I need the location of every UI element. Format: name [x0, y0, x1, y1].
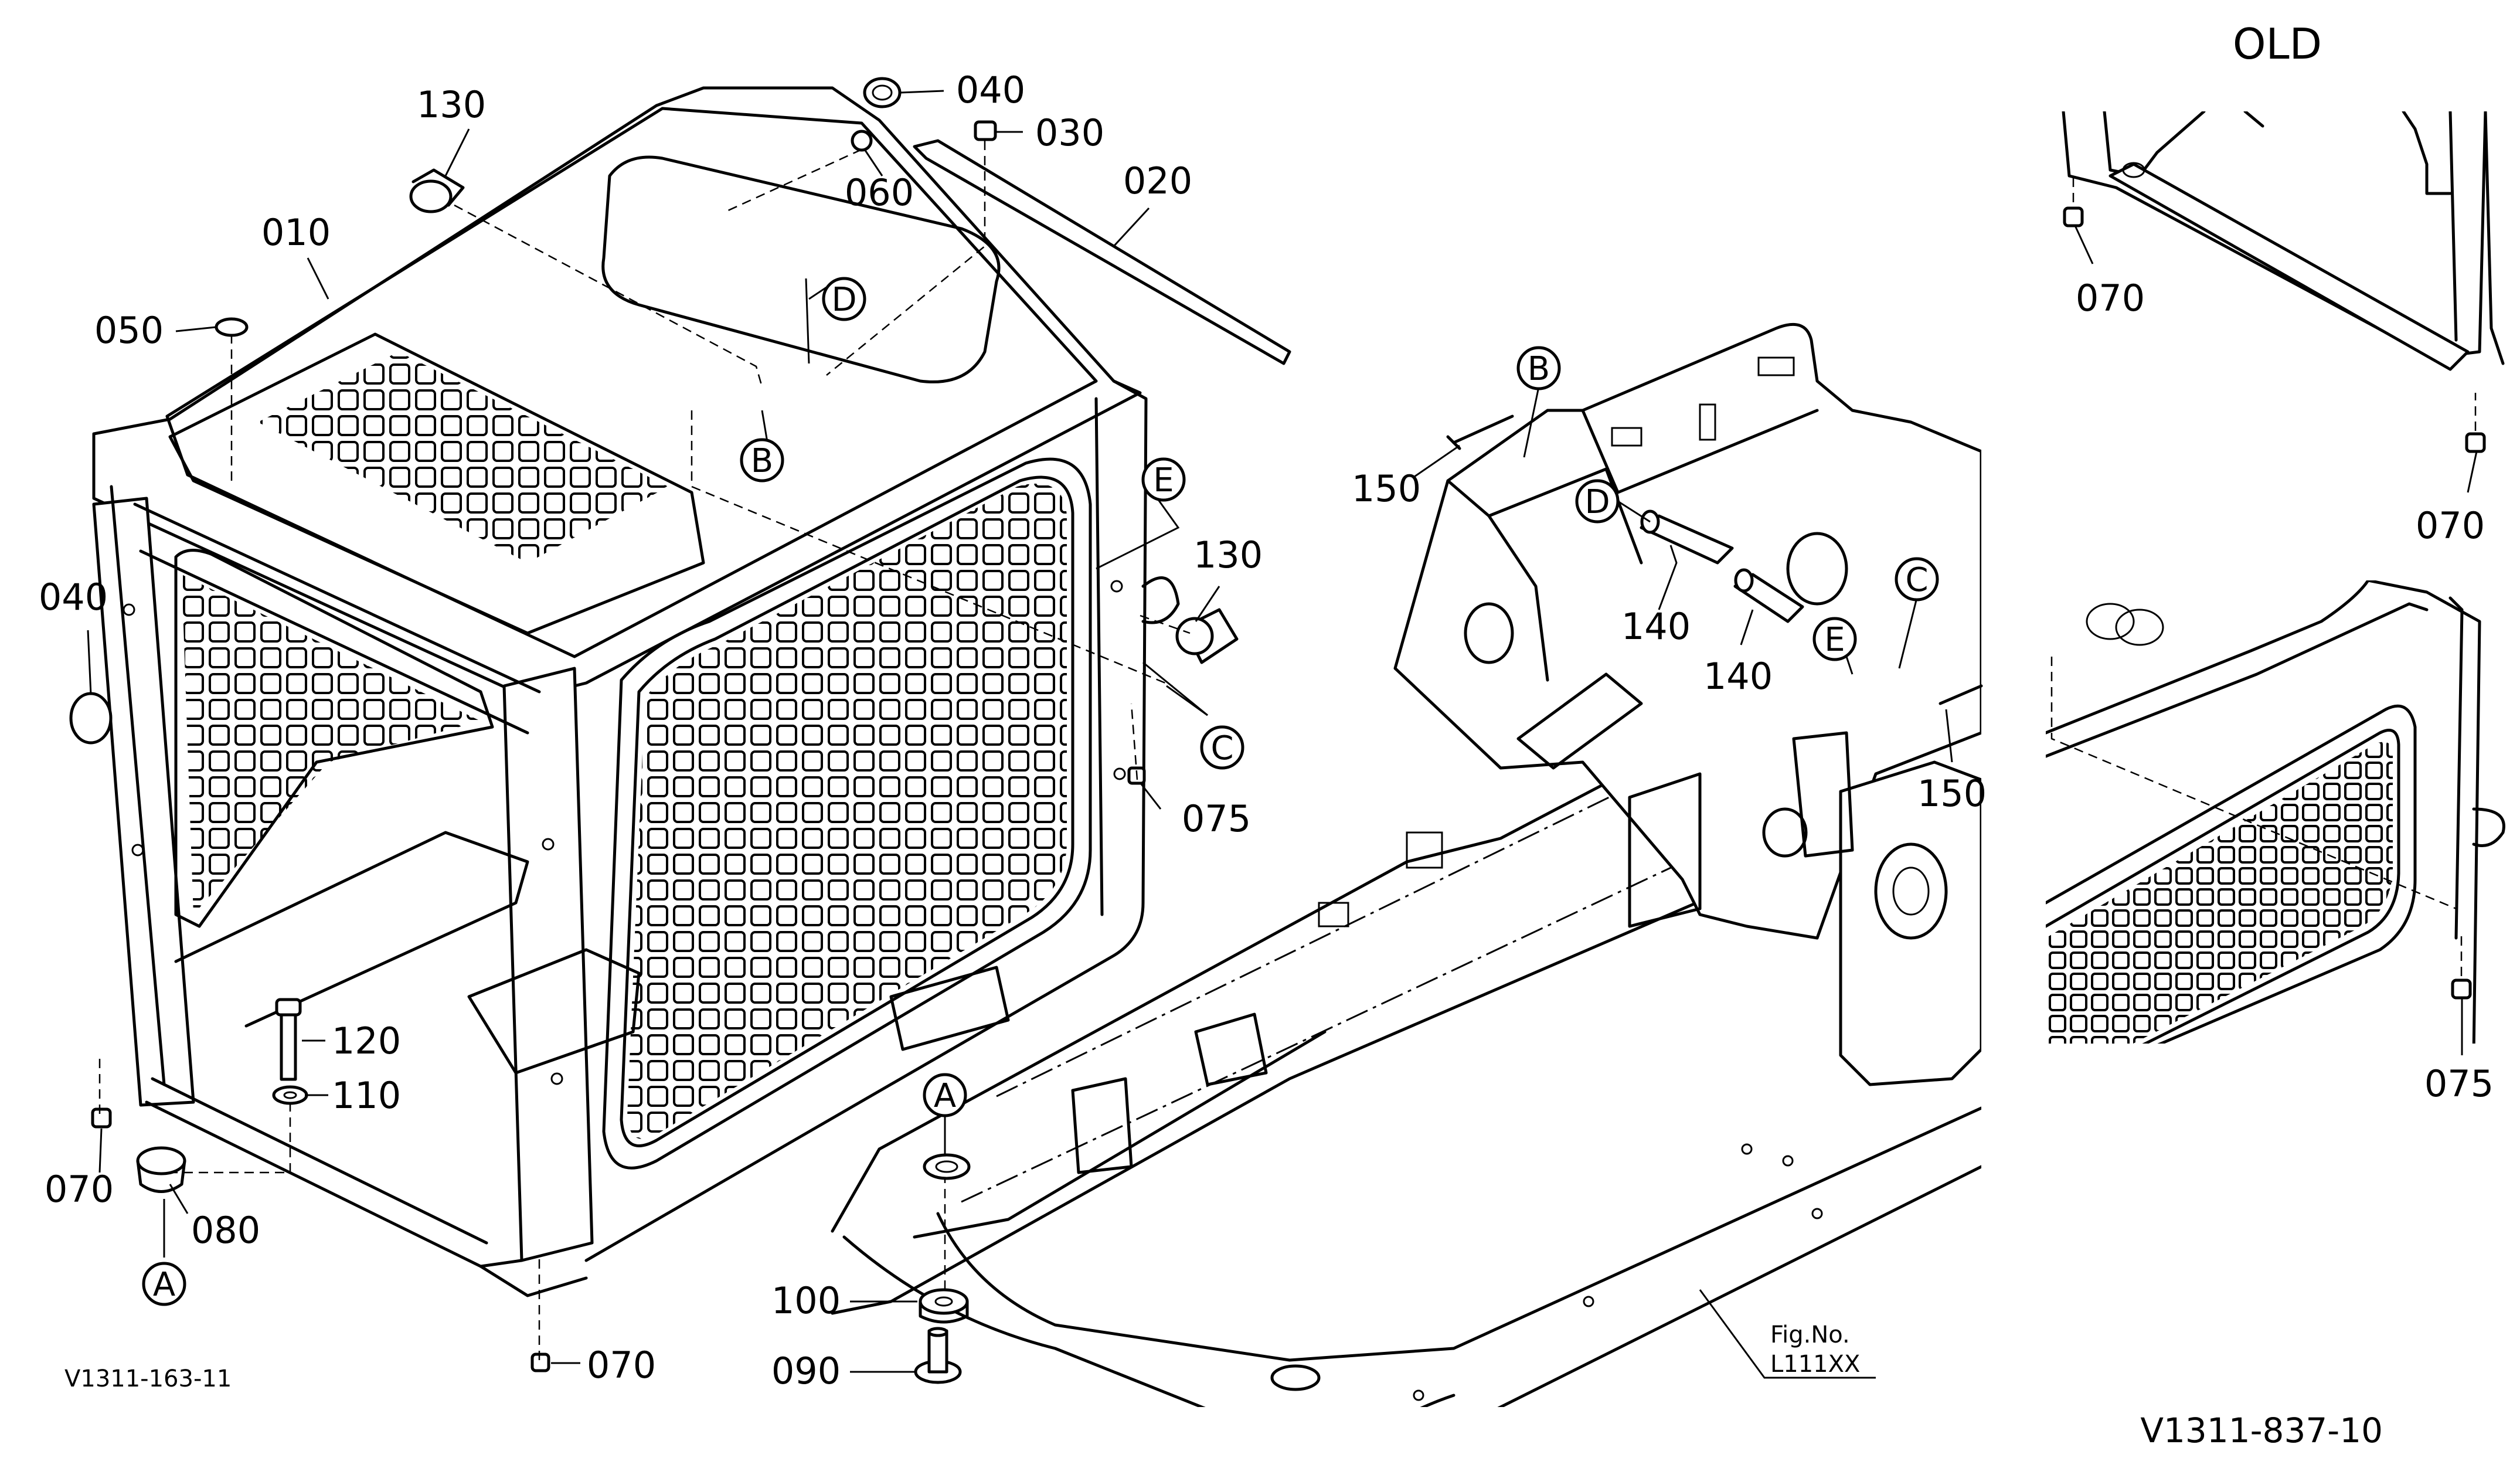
label-100: 100 [771, 1279, 841, 1322]
label-080: 080 [191, 1209, 260, 1252]
old-view-bottom [2046, 580, 2505, 1044]
svg-text:C: C [1905, 561, 1928, 599]
fig-ref-line2: L111XX [1770, 1351, 1860, 1378]
label-040-left: 040 [39, 576, 108, 619]
label-030: 030 [1035, 111, 1104, 154]
label-070-bottom: 070 [587, 1344, 656, 1387]
label-010: 010 [261, 211, 331, 254]
svg-text:E: E [1153, 461, 1174, 499]
label-130-right: 130 [1193, 533, 1263, 576]
ref-d-cab: D [822, 277, 866, 321]
drawing-code-right: V1311-837-10 [2140, 1411, 2383, 1450]
old-view-top [2062, 111, 2505, 371]
svg-text:B: B [751, 442, 773, 480]
callout-leaders [87, 90, 2478, 1379]
cab-assembly [92, 86, 1148, 1297]
label-150-a: 150 [1352, 467, 1421, 510]
label-075-old: 075 [2424, 1062, 2494, 1105]
ref-d-frame: D [1575, 479, 1620, 524]
svg-text:D: D [831, 281, 856, 319]
label-070-old-b: 070 [2416, 504, 2485, 547]
svg-text:D: D [1584, 483, 1610, 521]
ref-a-cab: A [142, 1262, 186, 1306]
frame-hardware [914, 414, 1983, 1384]
ref-b-cab: B [740, 438, 784, 482]
part-labels: 130 010 050 040 060 030 020 040 130 075 … [39, 69, 2494, 1392]
old-view-label: OLD [2233, 19, 2322, 69]
label-110: 110 [332, 1074, 401, 1117]
label-140-b: 140 [1703, 655, 1773, 698]
label-070-left: 070 [45, 1168, 114, 1211]
ref-c-cab: C [1200, 725, 1244, 770]
cab-hardware [69, 77, 1291, 1372]
ref-a-frame: A [923, 1073, 967, 1117]
label-120: 120 [332, 1020, 401, 1062]
svg-text:C: C [1210, 729, 1233, 767]
label-075-main: 075 [1182, 797, 1251, 840]
svg-text:E: E [1824, 621, 1845, 659]
ref-c-frame: C [1895, 557, 1939, 602]
ref-e-cab: E [1141, 457, 1186, 502]
ref-e-frame: E [1812, 617, 1857, 661]
svg-text:A: A [153, 1266, 175, 1304]
machine-frame [831, 322, 1981, 1407]
reference-markers: D B E C A B D C [142, 277, 1939, 1306]
fig-ref-line1: Fig.No. [1770, 1321, 1850, 1348]
label-040-top: 040 [956, 69, 1025, 111]
label-140-a: 140 [1621, 605, 1691, 648]
drawing-code-left: V1311-163-11 [64, 1365, 232, 1392]
label-050: 050 [94, 309, 164, 352]
label-130-top: 130 [417, 83, 486, 126]
figure-reference: Fig.No. L111XX [1770, 1321, 1860, 1378]
ref-b-frame: B [1516, 346, 1561, 390]
label-090: 090 [771, 1350, 841, 1392]
label-070-old-a: 070 [2076, 277, 2145, 320]
label-060: 060 [845, 171, 914, 214]
label-150-b: 150 [1917, 772, 1987, 815]
svg-text:B: B [1528, 350, 1550, 388]
cab-leader-lines [98, 141, 1191, 1360]
svg-text:A: A [934, 1077, 956, 1115]
label-020: 020 [1123, 159, 1192, 202]
old-nut-070 [2465, 432, 2486, 453]
